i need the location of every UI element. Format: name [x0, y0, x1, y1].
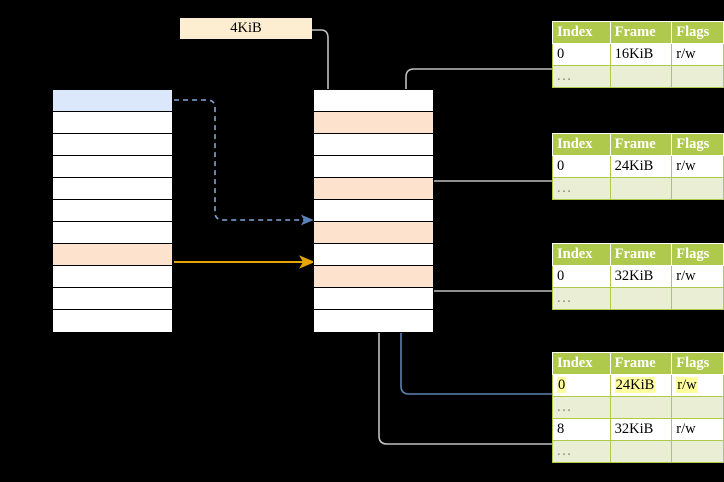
page-table-level-2: Index Frame Flags 0 24KiB r/w ...: [552, 133, 724, 200]
physical-frame-row[interactable]: [314, 200, 433, 222]
table-row-highlighted[interactable]: 0 24KiB r/w: [552, 374, 724, 397]
physical-frame-row[interactable]: [314, 222, 433, 244]
virtual-page-row[interactable]: [53, 156, 172, 178]
cell-frame: [609, 396, 673, 419]
cell-flags: [671, 287, 724, 310]
cell-index: 0: [552, 43, 611, 66]
cell-index: ...: [552, 396, 611, 419]
cell-frame: 16KiB: [609, 43, 673, 66]
cell-frame: [609, 65, 673, 88]
wire-virtual-blue-to-physmem: [174, 99, 314, 226]
table-header-row: Index Frame Flags: [552, 133, 724, 156]
cell-flags: r/w: [671, 43, 724, 66]
column-header-flags: Flags: [671, 21, 724, 44]
physical-frame-row[interactable]: [314, 266, 433, 288]
column-header-frame: Frame: [609, 133, 673, 156]
cell-flags: [671, 396, 724, 419]
column-header-index: Index: [552, 133, 611, 156]
physical-frame-row[interactable]: [314, 178, 433, 200]
column-header-index: Index: [552, 243, 611, 266]
wire-ptable2-to-physmem: [415, 180, 552, 216]
cell-index: ...: [552, 65, 611, 88]
table-row-ellipsis: ...: [552, 65, 724, 88]
table-header-row: Index Frame Flags: [552, 243, 724, 266]
virtual-page-row[interactable]: [53, 310, 172, 332]
virtual-page-row[interactable]: [53, 222, 172, 244]
cell-frame: [609, 440, 673, 463]
virtual-page-row[interactable]: [53, 90, 172, 112]
virtual-page-row[interactable]: [53, 244, 172, 266]
size-tag-label: 4KiB: [230, 20, 262, 36]
column-header-index: Index: [552, 21, 611, 44]
virtual-page-row[interactable]: [53, 112, 172, 134]
cell-flags: [671, 65, 724, 88]
physical-frame-row[interactable]: [314, 156, 433, 178]
cell-index: 0: [552, 155, 611, 178]
table-row[interactable]: 0 24KiB r/w: [552, 155, 724, 178]
cell-index: 0: [552, 374, 611, 397]
physical-frame-row[interactable]: [314, 310, 433, 332]
column-header-frame: Frame: [609, 352, 673, 375]
virtual-page-row[interactable]: [53, 134, 172, 156]
cell-flags: r/w: [671, 374, 724, 397]
virtual-page-row[interactable]: [53, 266, 172, 288]
physical-frame-row[interactable]: [314, 112, 433, 134]
cell-index: ...: [552, 287, 611, 310]
table-row-ellipsis: ...: [552, 287, 724, 310]
column-header-frame: Frame: [609, 243, 673, 266]
virtual-page-row[interactable]: [53, 288, 172, 310]
page-table-level-3: Index Frame Flags 0 32KiB r/w ...: [552, 243, 724, 310]
column-header-flags: Flags: [671, 133, 724, 156]
cell-index: 0: [552, 265, 611, 288]
cell-flags: [671, 440, 724, 463]
table-row-ellipsis: ...: [552, 396, 724, 419]
physical-frame-row[interactable]: [314, 244, 433, 266]
physical-frame-row[interactable]: [314, 134, 433, 156]
column-header-flags: Flags: [671, 243, 724, 266]
table-row[interactable]: 8 32KiB r/w: [552, 418, 724, 441]
table-row-ellipsis: ...: [552, 440, 724, 463]
table-header-row: Index Frame Flags: [552, 352, 724, 375]
cell-frame: [609, 287, 673, 310]
column-header-frame: Frame: [609, 21, 673, 44]
virtual-page-row[interactable]: [53, 200, 172, 222]
cell-flags: r/w: [671, 155, 724, 178]
cell-frame: 24KiB: [609, 155, 673, 178]
cell-frame: [609, 177, 673, 200]
cell-frame: 24KiB: [609, 374, 673, 397]
size-tag-4kib: 4KiB: [180, 18, 312, 39]
page-table-level-1: Index Frame Flags 0 16KiB r/w ...: [552, 21, 724, 88]
physical-frame-row[interactable]: [314, 90, 433, 112]
physical-memory-column: [313, 89, 434, 333]
cell-index: ...: [552, 440, 611, 463]
virtual-page-row[interactable]: [53, 178, 172, 200]
cell-flags: r/w: [671, 418, 724, 441]
cell-flags: r/w: [671, 265, 724, 288]
cell-index: 8: [552, 418, 611, 441]
column-header-index: Index: [552, 352, 611, 375]
column-header-flags: Flags: [671, 352, 724, 375]
physical-frame-row[interactable]: [314, 288, 433, 310]
table-row[interactable]: 0 32KiB r/w: [552, 265, 724, 288]
table-row-ellipsis: ...: [552, 177, 724, 200]
cell-frame: 32KiB: [609, 265, 673, 288]
cell-index: ...: [552, 177, 611, 200]
table-header-row: Index Frame Flags: [552, 21, 724, 44]
cell-flags: [671, 177, 724, 200]
wire-ptable3-to-physmem: [415, 260, 552, 292]
cell-frame: 32KiB: [609, 418, 673, 441]
virtual-address-space-column: [52, 89, 173, 333]
page-table-level-4: Index Frame Flags 0 24KiB r/w ... 8 32Ki…: [552, 352, 724, 463]
table-row[interactable]: 0 16KiB r/w: [552, 43, 724, 66]
